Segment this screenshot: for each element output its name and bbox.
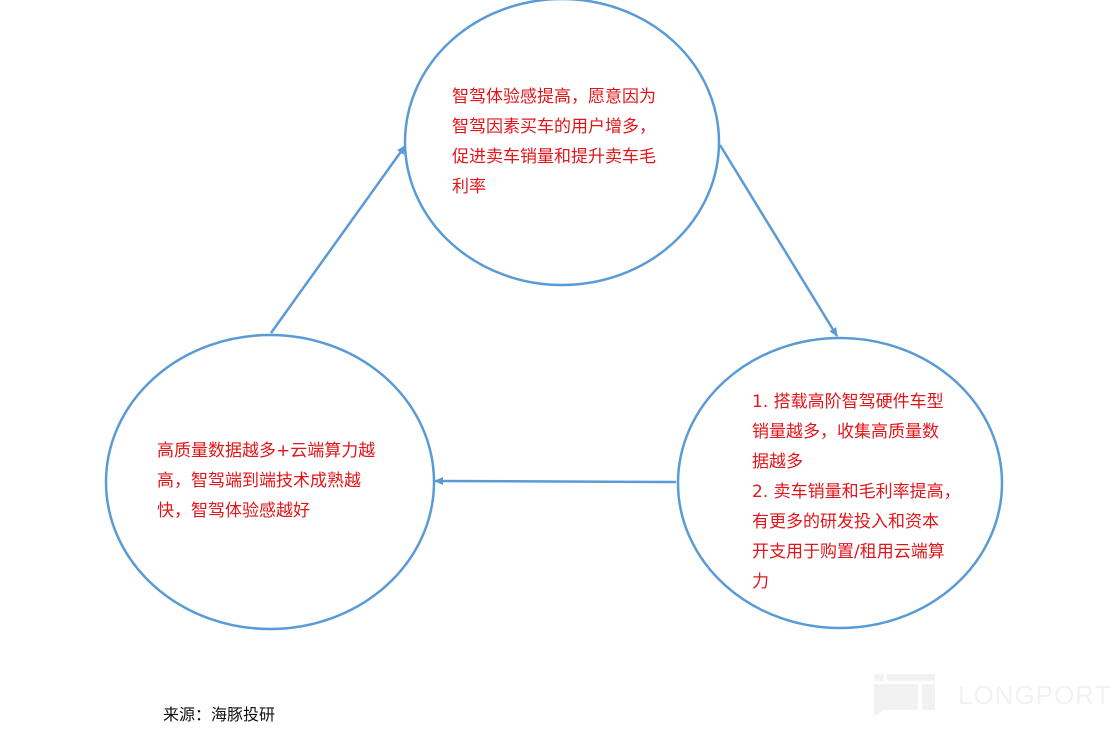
text-line: 1. 搭载高阶智驾硬件车型 <box>752 392 944 412</box>
text-line: 智驾体验感提高，愿意因为 <box>452 87 656 107</box>
text-line: 利率 <box>452 177 486 197</box>
node-top-text: 智驾体验感提高，愿意因为 智驾因素买车的用户增多， 促进卖车销量和提升卖车毛 利… <box>452 82 656 202</box>
text-line: 力 <box>752 572 769 592</box>
longport-logo-icon <box>874 674 935 716</box>
arrow-top-to-right <box>718 144 839 337</box>
arrow-right-to-left <box>434 477 677 486</box>
text-line: 开支用于购置/租用云端算 <box>752 542 945 562</box>
text-line: 促进卖车销量和提升卖车毛 <box>452 147 656 167</box>
node-right-ellipse <box>676 336 1004 630</box>
arrow-left-to-top <box>269 145 407 334</box>
text-line: 快，智驾体验感越好 <box>157 501 310 521</box>
text-line: 销量越多，收集高质量数 <box>752 422 939 442</box>
text-line: 智驾因素买车的用户增多， <box>452 117 656 137</box>
node-left-ellipse <box>104 333 436 631</box>
text-line: 高，智驾端到端技术成熟越 <box>157 471 361 491</box>
text-line: 据越多 <box>752 452 803 472</box>
source-caption: 来源：海豚投研 <box>163 705 276 724</box>
node-top-ellipse <box>403 0 721 287</box>
watermark-logo: LONGPORT <box>872 672 1110 716</box>
node-right-text: 1. 搭载高阶智驾硬件车型 销量越多，收集高质量数 据越多 2. 卖车销量和毛利… <box>752 387 961 597</box>
text-line: 高质量数据越多+云端算力越 <box>157 441 376 461</box>
text-line: 2. 卖车销量和毛利率提高， <box>752 482 961 502</box>
node-left-text: 高质量数据越多+云端算力越 高，智驾端到端技术成熟越 快，智驾体验感越好 <box>157 436 375 526</box>
watermark-text: LONGPORT <box>958 680 1111 710</box>
text-line: 有更多的研发投入和资本 <box>752 512 939 532</box>
